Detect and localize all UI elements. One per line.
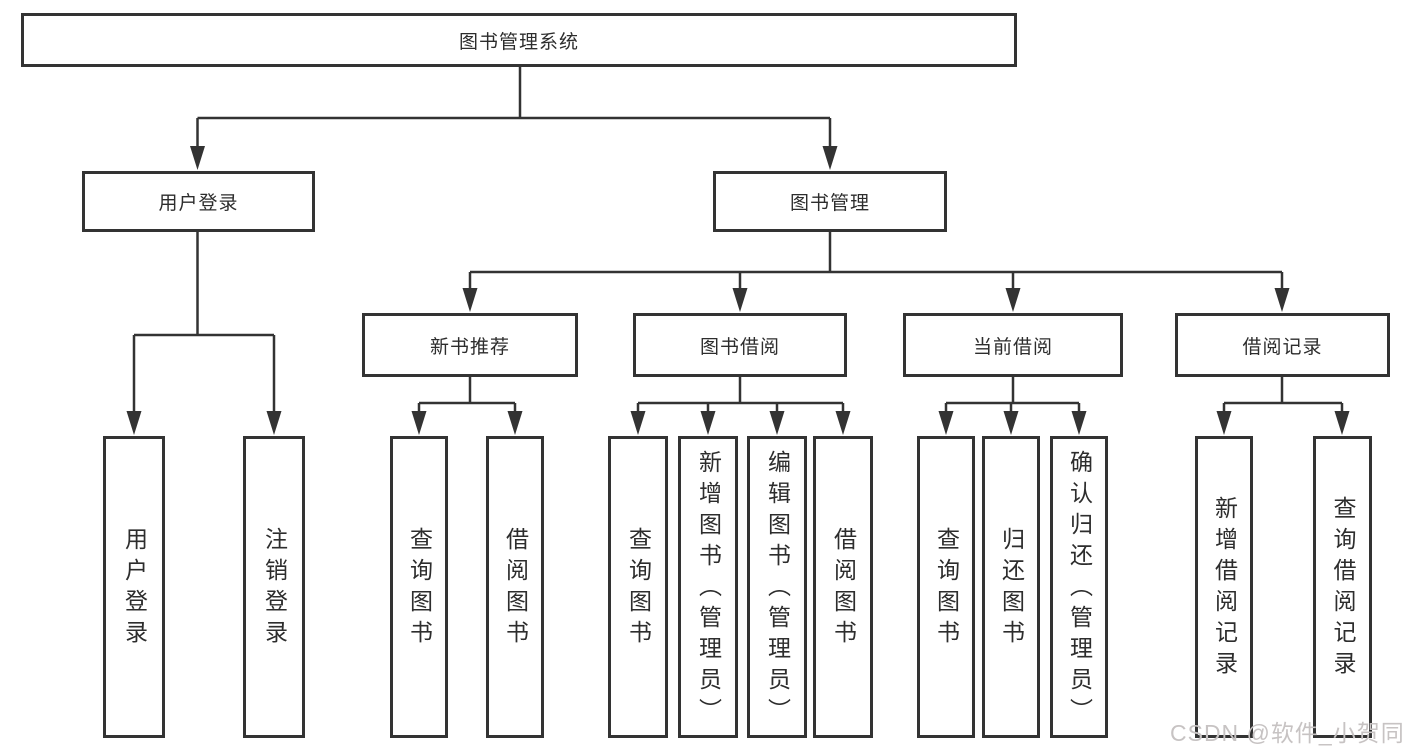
- leaf-borrow-add-books-admin: 新增图书（管理员）: [678, 436, 738, 738]
- leaf-borrow-edit-books-admin: 编辑图书（管理员）: [747, 436, 807, 738]
- leaf-records-add-borrow-record: 新增借阅记录: [1195, 436, 1253, 738]
- node-new-book-recommendation: 新书推荐: [362, 313, 578, 377]
- csdn-watermark: CSDN @软件_小贺同学: [1170, 720, 1405, 746]
- node-book-borrowing: 图书借阅: [633, 313, 847, 377]
- leaf-records-query-borrow-record: 查询借阅记录: [1313, 436, 1372, 738]
- arrow-down-icons: [126, 146, 1350, 435]
- leaf-recommend-borrow-books: 借阅图书: [486, 436, 544, 738]
- leaf-current-query-books: 查询图书: [917, 436, 975, 738]
- leaf-borrow-borrow-books: 借阅图书: [813, 436, 873, 738]
- leaf-current-return-books: 归还图书: [982, 436, 1040, 738]
- connector-segments: [132, 67, 1344, 414]
- node-book-management-branch: 图书管理: [713, 171, 947, 232]
- node-borrowing-records: 借阅记录: [1175, 313, 1390, 377]
- leaf-user-login: 用户登录: [103, 436, 165, 738]
- leaf-logout: 注销登录: [243, 436, 305, 738]
- node-library-management-system: 图书管理系统: [21, 13, 1017, 67]
- node-user-login-branch: 用户登录: [82, 171, 315, 232]
- leaf-current-confirm-return-admin: 确认归还（管理员）: [1050, 436, 1108, 738]
- leaf-borrow-query-books: 查询图书: [608, 436, 668, 738]
- leaf-recommend-query-books: 查询图书: [390, 436, 448, 738]
- node-current-borrowing: 当前借阅: [903, 313, 1123, 377]
